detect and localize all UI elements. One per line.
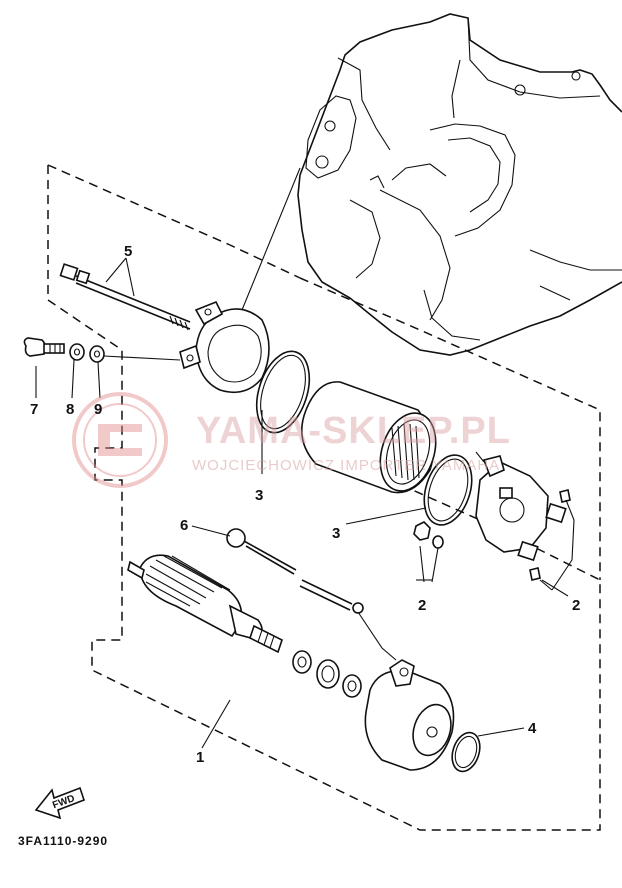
callout-6: 6 [180,517,188,534]
part-number-code: 3FA1110-9290 [18,834,108,848]
watermark-logo [72,392,168,488]
rear-cover [364,659,455,771]
washer-part-9 [89,345,105,363]
assembly-boundary-upper [299,277,601,580]
callout-7: 7 [30,401,38,418]
callout-8: 8 [66,401,74,418]
watermark-title: YAMA-SKLEP.PL [196,410,511,452]
callout-5: 5 [124,243,132,260]
engine-crankcase [297,13,622,356]
callout-2-left: 2 [418,597,426,614]
bolt-part-7 [23,337,65,357]
watermark-subtitle: WOJCIECHOWICZ IMPORTER YAMAHA [192,457,500,474]
lead-part-6 [226,528,364,614]
watermark: YAMA-SKLEP.PL WOJCIECHOWICZ IMPORTER YAM… [72,392,511,488]
o-ring-part-3-lower [423,454,473,526]
fwd-arrow-icon: FWD [34,786,86,820]
armature-part-1 [127,554,283,654]
yoke-housing [300,381,437,494]
callout-3-lower: 3 [332,525,340,542]
callout-4: 4 [528,720,537,737]
o-ring-part-3-upper [255,350,311,434]
leader-lines [35,167,569,749]
washer-part-8 [69,343,85,361]
brush-holder-plate [475,451,575,591]
callout-9: 9 [94,401,102,418]
callout-3-upper: 3 [255,487,263,504]
o-ring-part-4 [451,731,481,773]
callout-2-right: 2 [572,597,580,614]
callout-1: 1 [196,749,204,766]
assembly-boundary-top [47,164,301,279]
front-cover [179,300,270,394]
long-bolt-part-5 [59,263,191,331]
nut-part-2 [413,521,444,549]
washer-set [292,650,362,698]
assembly-boundary [47,165,601,831]
